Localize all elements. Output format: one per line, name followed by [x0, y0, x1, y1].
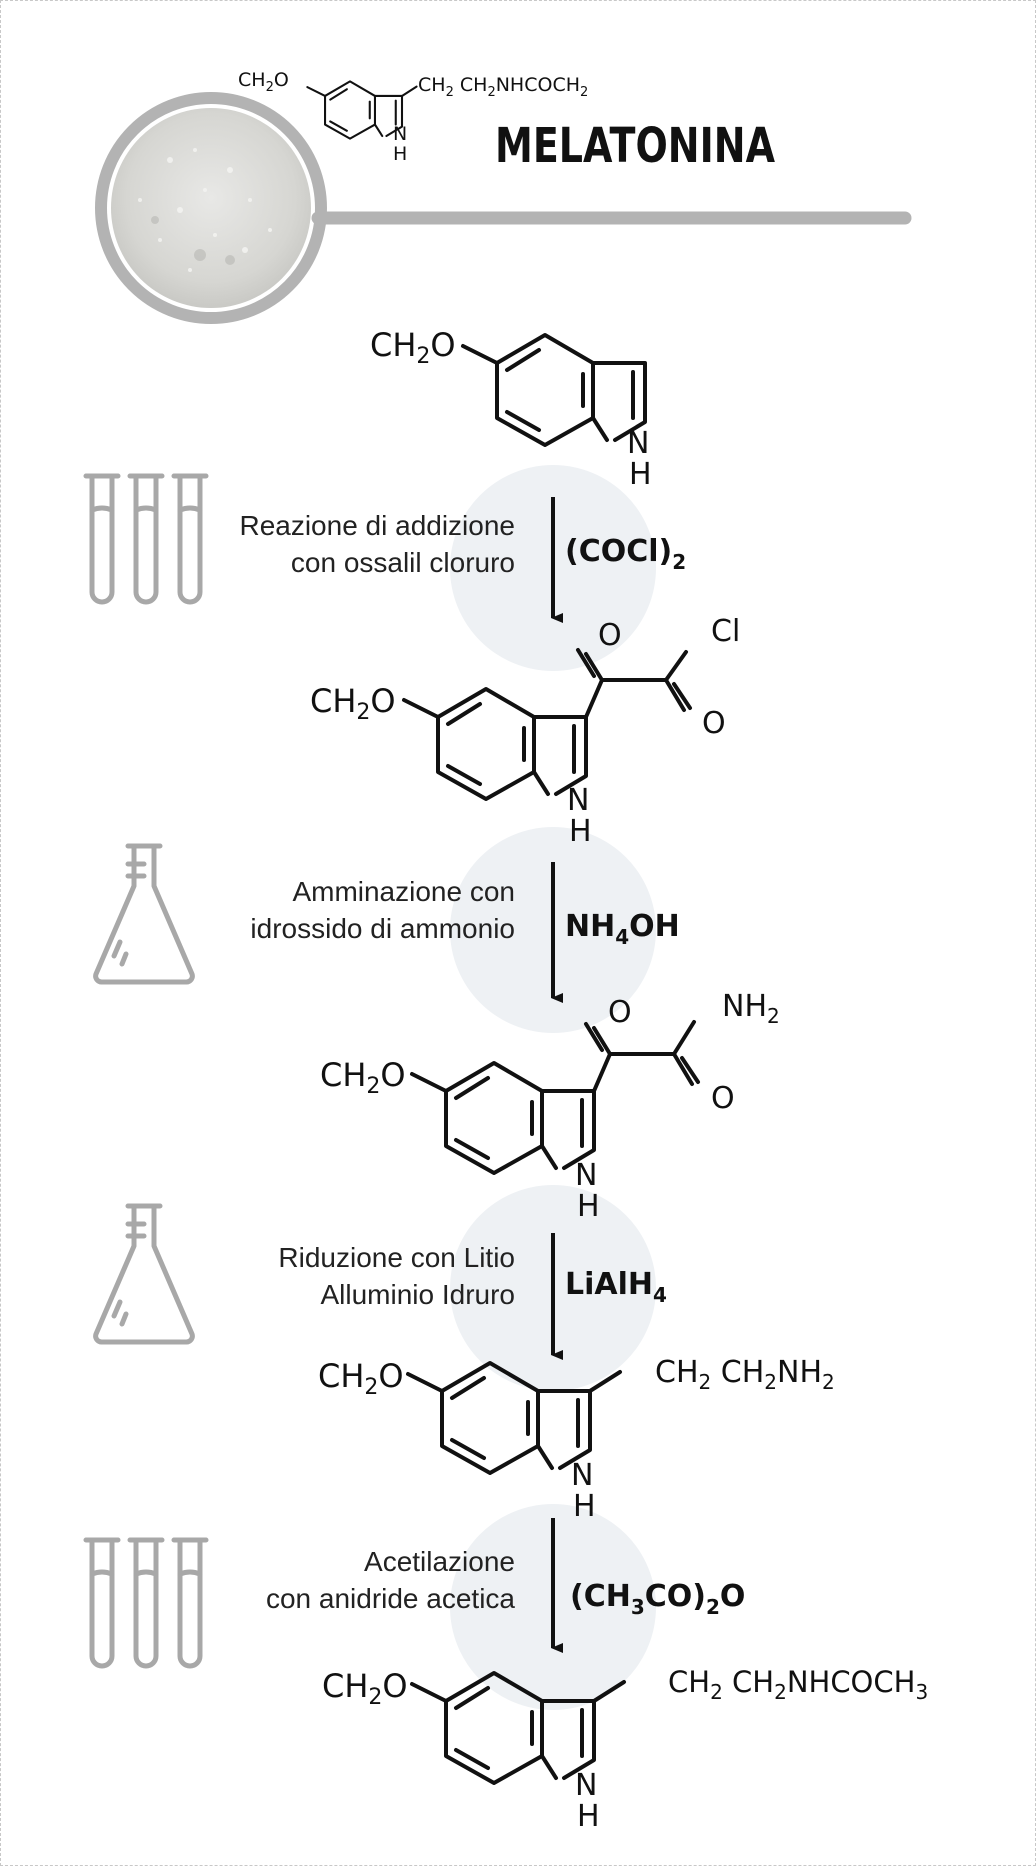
powder-image: [111, 108, 311, 308]
svg-text:H: H: [629, 457, 652, 492]
step-1-reagent: (COCl)2: [565, 534, 686, 574]
test-tubes-icon: [83, 473, 209, 605]
step-3-reagent: LiAlH4: [565, 1267, 667, 1307]
svg-text:CH2O: CH2O: [310, 682, 396, 725]
powder-texture: [138, 148, 272, 272]
step-2: Amminazione con idrossido di ammonio NH4…: [250, 876, 679, 949]
test-tubes-icon: [83, 1537, 209, 1669]
header: CH2O CH2 CH2NHCOCH2 N H MELATONINA: [95, 69, 912, 324]
step-3-label-line1: Riduzione con Litio: [278, 1242, 515, 1273]
svg-text:CH2O: CH2O: [370, 326, 456, 369]
svg-text:N: N: [627, 426, 649, 461]
step-3-label-line2: Alluminio Idruro: [320, 1279, 515, 1310]
svg-text:H: H: [577, 1189, 600, 1224]
flask-icon: [93, 843, 195, 985]
step-1-label-line1: Reazione di addizione: [239, 510, 515, 541]
svg-text:N: N: [575, 1158, 597, 1193]
header-formula-left: CH2O: [238, 69, 289, 95]
svg-text:CH2O: CH2O: [322, 1667, 408, 1710]
svg-text:O: O: [702, 706, 726, 741]
svg-text:N: N: [571, 1458, 593, 1493]
molecule-1: CH2O N H: [370, 326, 652, 492]
svg-text:O: O: [598, 618, 622, 653]
svg-text:CH2O: CH2O: [320, 1056, 406, 1099]
svg-text:Cl: Cl: [711, 614, 740, 649]
step-4-reagent: (CH3CO)2O: [570, 1579, 745, 1619]
step-1-label-line2: con ossalil cloruro: [291, 547, 515, 578]
svg-text:CH2 CH2NHCOCH3: CH2 CH2NHCOCH3: [668, 1665, 928, 1704]
svg-text:NH2: NH2: [722, 989, 780, 1028]
svg-text:O: O: [711, 1081, 735, 1116]
svg-text:H: H: [577, 1799, 600, 1834]
svg-text:CH2O: CH2O: [318, 1357, 404, 1400]
svg-text:N: N: [567, 783, 589, 818]
step-2-label-line2: idrossido di ammonio: [250, 913, 515, 944]
page-title: MELATONINA: [495, 118, 775, 174]
molecule-3: CH2O N H O O NH2: [320, 989, 780, 1224]
svg-text:O: O: [608, 995, 632, 1030]
step-2-reagent: NH4OH: [565, 909, 680, 949]
svg-text:N: N: [575, 1768, 597, 1803]
step-1: Reazione di addizione con ossalil clorur…: [239, 510, 686, 578]
svg-text:CH2 CH2NH2: CH2 CH2NH2: [655, 1355, 835, 1394]
molecule-2: CH2O N H O O Cl: [310, 614, 740, 849]
step-4-label-line2: con anidride acetica: [266, 1583, 515, 1614]
svg-text:H: H: [569, 814, 592, 849]
flask-icon: [93, 1203, 195, 1345]
step-3: Riduzione con Litio Alluminio Idruro LiA…: [278, 1242, 667, 1310]
molecule-4: CH2O N H CH2 CH2NH2: [318, 1355, 835, 1524]
step-4-label-line1: Acetilazione: [364, 1546, 515, 1577]
step-4: Acetilazione con anidride acetica (CH3CO…: [266, 1546, 745, 1619]
molecule-5: CH2O N H CH2 CH2NHCOCH3: [322, 1665, 928, 1834]
header-indole-structure: [306, 80, 418, 140]
step-2-label-line1: Amminazione con: [292, 876, 515, 907]
svg-text:H: H: [573, 1489, 596, 1524]
header-formula-right: CH2 CH2NHCOCH2: [418, 74, 588, 100]
header-nh-h: H: [393, 143, 407, 165]
header-nh-n: N: [393, 123, 407, 145]
